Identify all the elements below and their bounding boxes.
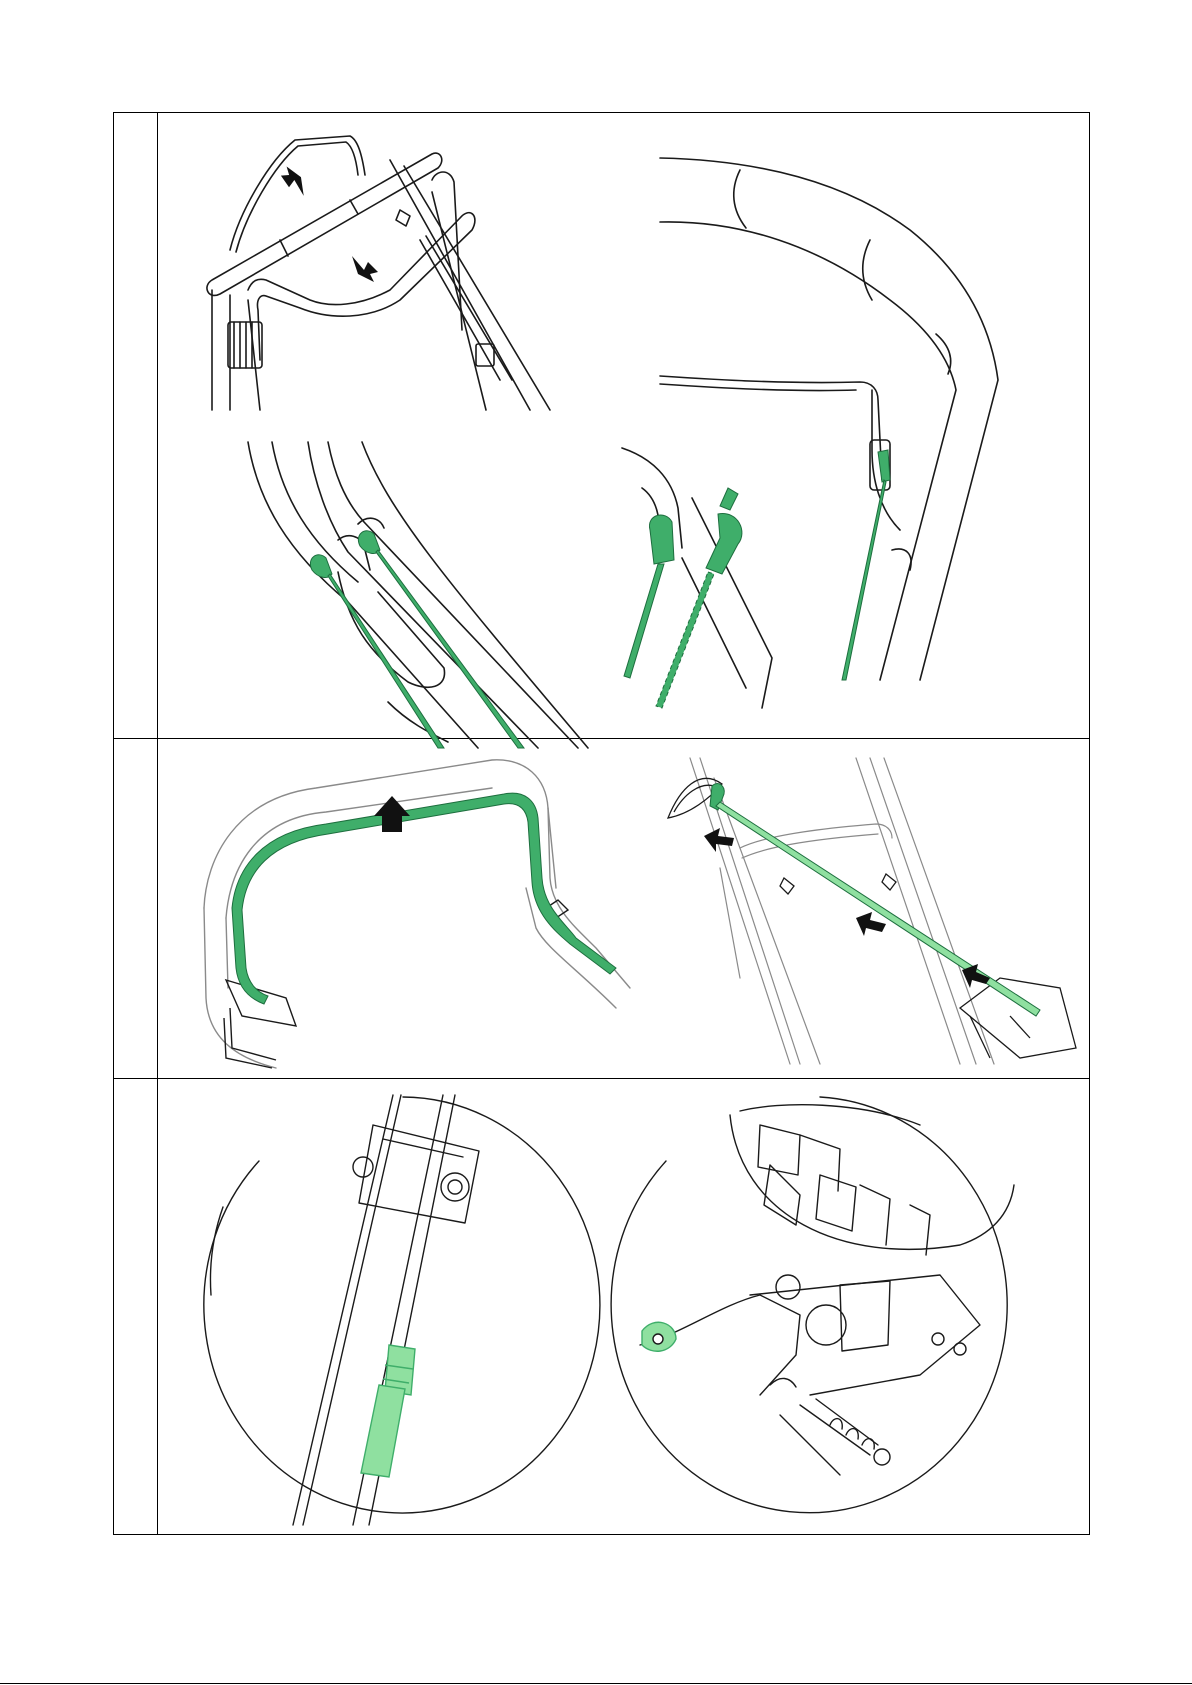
row-divider-2: [113, 1078, 1090, 1079]
handle-folding-overview-illustration: [200, 130, 570, 410]
cable-sleeve-closeup-illustration: [203, 1095, 603, 1525]
cable-end-closeup-illustration: [622, 448, 782, 708]
cable-clip-detail-lower-illustration: [248, 442, 618, 748]
step-number-column-divider: [157, 112, 158, 1535]
cable-routing-top-handle-illustration: [196, 758, 630, 1070]
cable-end-engine-closeup-illustration: [620, 1095, 1020, 1525]
page-bottom-rule: [0, 1683, 1192, 1684]
cable-routing-to-engine-illustration: [660, 758, 1076, 1064]
